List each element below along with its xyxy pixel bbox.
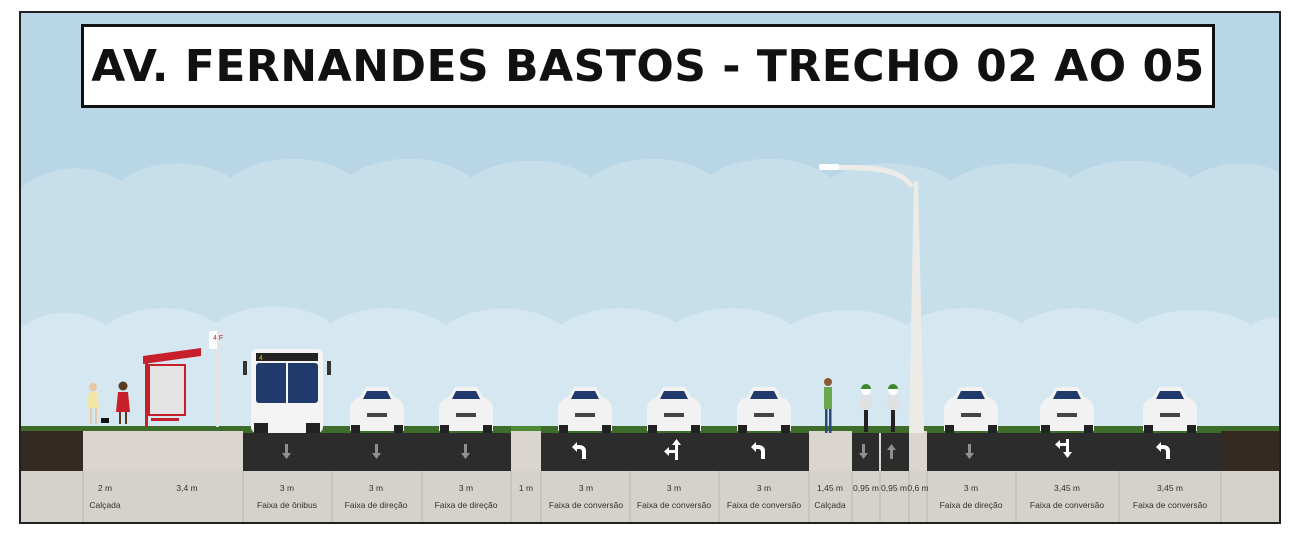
bus-stop-sign: 4 F (213, 335, 223, 342)
car (350, 387, 404, 433)
label-band (21, 471, 1279, 522)
up-arrow-icon (887, 444, 896, 459)
left-down-arrow-icon (1055, 439, 1072, 458)
car (647, 387, 701, 433)
car (558, 387, 612, 433)
title-box: AV. FERNANDES BASTOS - TRECHO 02 AO 05 (81, 24, 1215, 108)
down-arrow-icon (282, 444, 974, 459)
pedestrian-center-icon (824, 378, 832, 433)
car (439, 387, 493, 433)
car-icon (350, 387, 1197, 433)
median-1m (511, 428, 541, 471)
car (1040, 387, 1094, 433)
asphalt-right (927, 433, 1221, 471)
car (1143, 387, 1197, 433)
bus-display: 4 (259, 355, 263, 362)
street-section-frame: 4 F 4 AV. FERNANDES BASTOS - TRECHO 02 AO… (19, 11, 1281, 524)
bus-shelter-icon (143, 330, 219, 427)
streetlight-icon (819, 164, 924, 433)
bicycle-icon (860, 384, 899, 432)
left-straight-arrow-icon (664, 439, 681, 460)
earth-left (21, 431, 83, 471)
cloud-band-upper (21, 158, 1279, 343)
strip-0-6m (909, 431, 927, 471)
earth-right (1221, 431, 1279, 471)
page-title: AV. FERNANDES BASTOS - TRECHO 02 AO 05 (91, 40, 1205, 92)
left-turn-arrow-icon (572, 442, 1170, 459)
car (944, 387, 998, 433)
sidewalk-left (83, 431, 243, 471)
car (737, 387, 791, 433)
bus-icon (243, 349, 331, 433)
sidewalk-center (809, 431, 852, 471)
pedestrian-icon (87, 381, 130, 424)
